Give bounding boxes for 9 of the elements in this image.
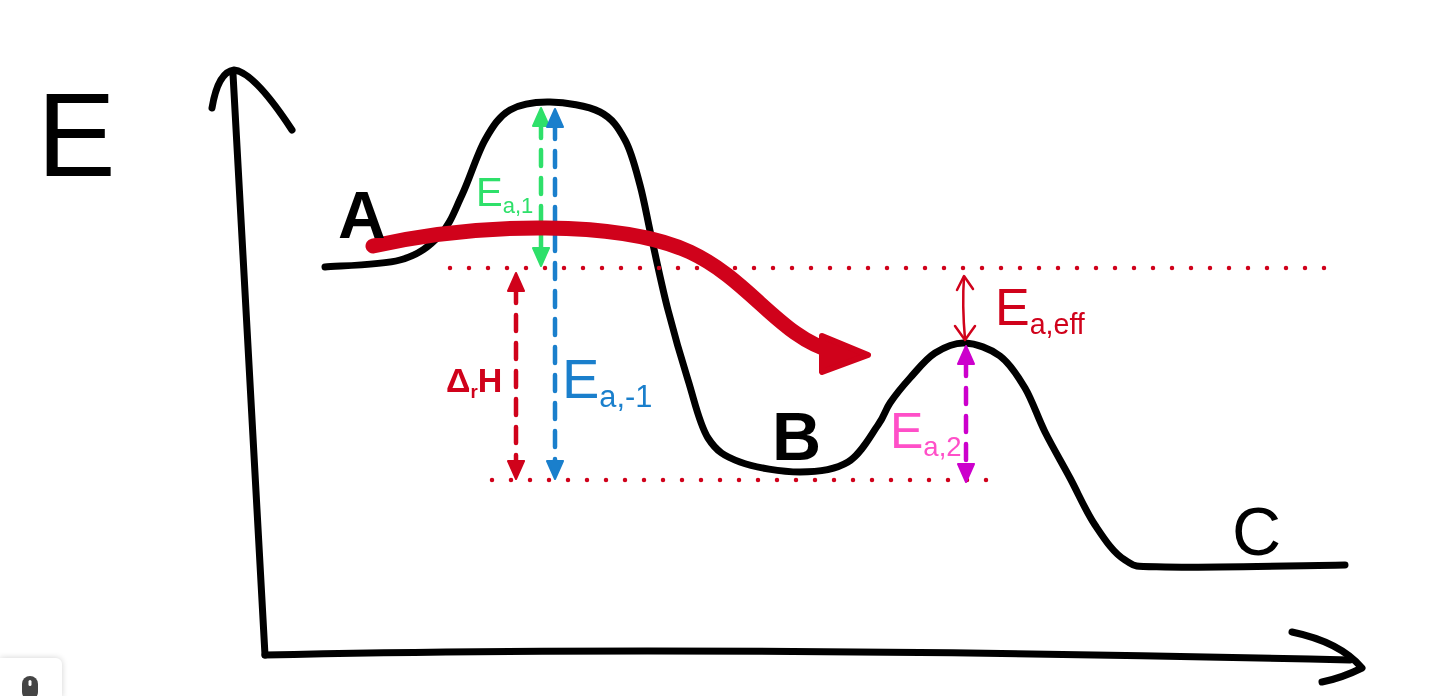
enthalpy-label: Δ$_{r}$H	[446, 363, 504, 404]
energy-label: E$_{a,1}$	[476, 172, 535, 220]
state-label: A	[338, 182, 387, 254]
axis-label: E	[37, 76, 117, 203]
state-label: B	[772, 402, 823, 476]
energy-label: E$_{a,2}$	[890, 406, 963, 465]
energy-label: E$_{a,eff}$	[995, 281, 1086, 342]
energy-label: E$_{a,-1}$	[562, 351, 654, 417]
state-label: C	[1232, 497, 1283, 571]
